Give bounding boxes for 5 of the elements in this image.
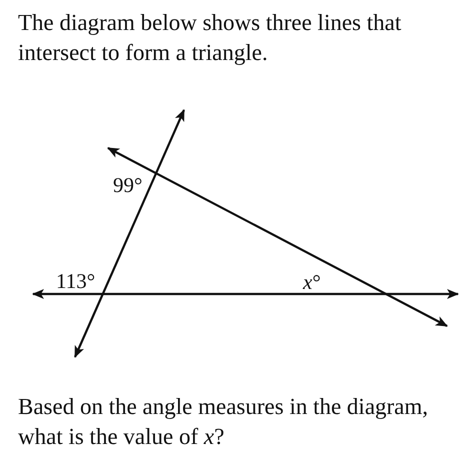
angle-label: 99° [113, 174, 142, 196]
angle-label: x° [303, 271, 321, 293]
angle-label: 113° [56, 270, 96, 292]
question-text: Based on the angle measures in the diagram, what is the value of x? [18, 393, 430, 451]
question-text: The diagram below shows three lines that intersect to form a triangle. [18, 9, 402, 67]
